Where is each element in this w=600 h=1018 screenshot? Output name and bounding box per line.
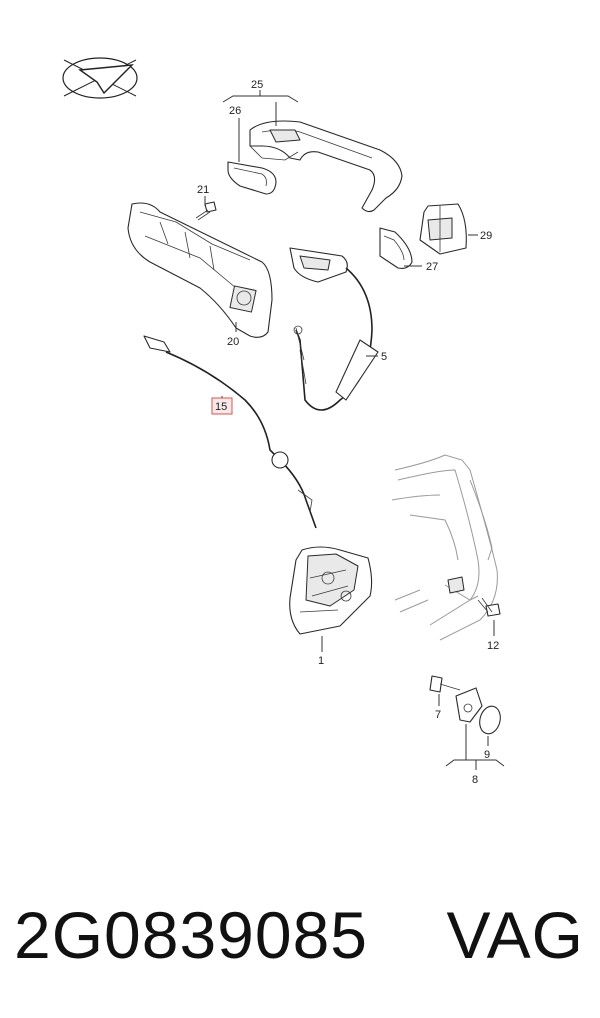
door-frame [391, 454, 498, 641]
lock-cover [419, 203, 467, 255]
striker-plate-8 [455, 687, 483, 723]
screw-21 [195, 201, 217, 221]
callout-25: 25 [251, 79, 263, 91]
callout-29: 29 [480, 230, 492, 242]
leader-lines [204, 90, 505, 770]
callout-labels: 25 26 21 29 27 20 5 15 1 12 7 9 8 [197, 79, 499, 786]
callout-15-highlight [211, 397, 233, 415]
screw-7 [429, 675, 461, 693]
callout-8: 8 [472, 774, 478, 786]
handle-cap-left [227, 161, 277, 195]
callout-20: 20 [227, 336, 239, 348]
callout-9: 9 [484, 749, 490, 761]
callout-7: 7 [435, 709, 441, 721]
callout-21: 21 [197, 184, 209, 196]
part-number: 2G0839085 [14, 898, 368, 972]
release-cable-15 [143, 335, 317, 529]
callout-27: 27 [426, 261, 438, 273]
parts-diagram: 25 26 21 29 27 20 5 15 1 12 7 9 8 [62, 57, 505, 786]
callout-5: 5 [381, 351, 387, 363]
compass-logo-icon [62, 57, 138, 99]
caption-bar: 2G0839085 VAG [0, 890, 600, 980]
handle-carrier [127, 202, 273, 338]
callout-1: 1 [318, 655, 324, 667]
callout-26: 26 [229, 105, 241, 117]
seal-9 [479, 705, 501, 735]
door-lock-1 [289, 546, 373, 635]
handle-cap-right [379, 227, 413, 269]
bowden-cable-5 [289, 247, 379, 411]
callout-15: 15 [215, 401, 227, 413]
brand-label: VAG [446, 898, 584, 972]
bolt-12 [477, 597, 501, 617]
outer-door-handle [249, 120, 403, 213]
callout-12: 12 [487, 640, 499, 652]
